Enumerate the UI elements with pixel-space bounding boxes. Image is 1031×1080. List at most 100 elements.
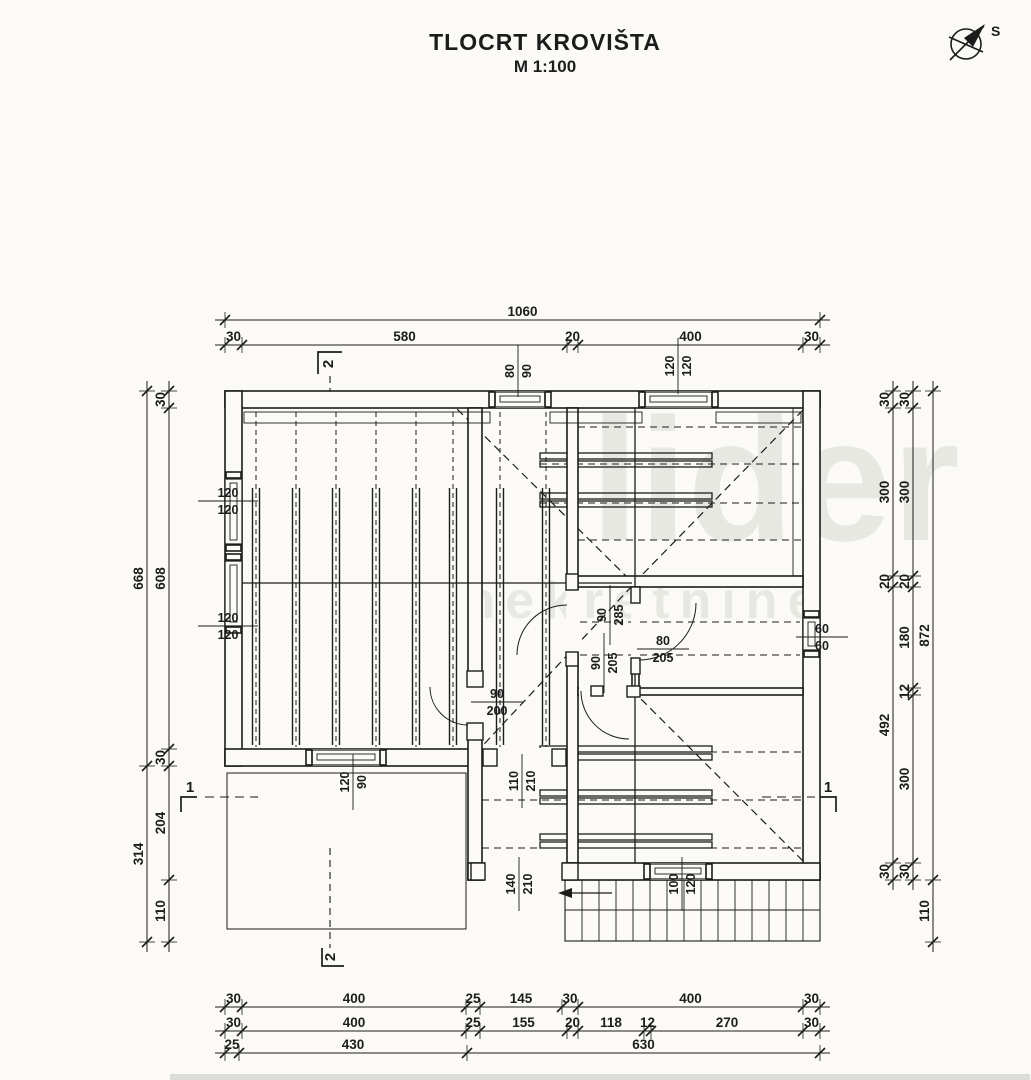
svg-text:120: 120: [663, 356, 677, 377]
svg-text:30: 30: [153, 392, 168, 407]
svg-text:155: 155: [512, 1015, 535, 1030]
svg-text:25: 25: [465, 991, 481, 1006]
svg-text:872: 872: [917, 624, 932, 647]
svg-text:580: 580: [393, 329, 416, 344]
dim-chain-bottom-row2: 30 400 25 155 20 118 12 270 30: [215, 1015, 830, 1039]
svg-text:20: 20: [565, 329, 580, 344]
svg-text:1060: 1060: [507, 304, 537, 319]
svg-text:60: 60: [815, 622, 829, 636]
svg-text:12: 12: [640, 1015, 655, 1030]
svg-text:30: 30: [897, 864, 912, 879]
section-1-left-label: 1: [186, 779, 194, 796]
svg-text:120: 120: [684, 874, 698, 895]
svg-text:300: 300: [877, 481, 892, 504]
section-1-right-label: 1: [824, 779, 832, 796]
compass-north-label: S: [991, 23, 1000, 39]
dim-chain-top-parts: 30 580 20 400 30: [215, 329, 830, 353]
svg-text:30: 30: [226, 991, 241, 1006]
svg-text:30: 30: [877, 864, 892, 879]
svg-text:90: 90: [490, 687, 504, 701]
svg-text:400: 400: [343, 991, 366, 1006]
svg-text:60: 60: [815, 639, 829, 653]
compass-icon: S: [948, 23, 1000, 61]
svg-text:492: 492: [877, 714, 892, 737]
svg-text:90: 90: [520, 364, 534, 378]
svg-text:205: 205: [653, 651, 674, 665]
scan-edge: [170, 1074, 1030, 1080]
svg-text:400: 400: [343, 1015, 366, 1030]
svg-text:110: 110: [507, 771, 521, 791]
svg-text:120: 120: [218, 628, 239, 642]
floor-plan-geometry: [205, 376, 821, 948]
svg-text:120: 120: [338, 772, 352, 793]
dim-chain-bottom-row1: 30 400 25 145 30 400 30: [215, 991, 830, 1015]
dim-chain-top-total: 1060: [215, 304, 830, 328]
svg-text:30: 30: [226, 1015, 241, 1030]
title-block: TLOCRT KROVIŠTA M 1:100: [429, 28, 661, 76]
svg-text:25: 25: [224, 1037, 240, 1052]
svg-text:30: 30: [226, 329, 241, 344]
svg-text:90: 90: [595, 608, 609, 622]
svg-text:120: 120: [218, 611, 239, 625]
svg-text:145: 145: [510, 991, 533, 1006]
svg-text:80: 80: [656, 634, 670, 648]
svg-text:300: 300: [897, 768, 912, 791]
svg-text:118: 118: [600, 1015, 622, 1030]
svg-text:200: 200: [487, 704, 508, 718]
svg-text:20: 20: [897, 574, 912, 589]
section-markers: 2 2 1 1: [180, 351, 837, 967]
svg-text:400: 400: [679, 991, 702, 1006]
svg-text:210: 210: [521, 874, 535, 895]
svg-text:204: 204: [153, 811, 168, 834]
section-2-bottom-label: 2: [322, 953, 339, 961]
svg-text:430: 430: [342, 1037, 365, 1052]
svg-text:30: 30: [153, 750, 168, 765]
svg-text:12: 12: [897, 684, 912, 699]
svg-text:30: 30: [562, 991, 577, 1006]
svg-text:30: 30: [804, 991, 819, 1006]
dimension-chains: 1060 30 580 20 400 30 30 400 25 145 30 400 30 30 400 25…: [131, 304, 941, 1061]
svg-text:20: 20: [877, 574, 892, 589]
svg-text:30: 30: [877, 392, 892, 407]
svg-text:300: 300: [897, 481, 912, 504]
svg-text:110: 110: [153, 900, 168, 922]
page-title: TLOCRT KROVIŠTA: [429, 28, 661, 55]
section-2-top-label: 2: [320, 360, 337, 368]
svg-text:80: 80: [503, 364, 517, 378]
svg-text:30: 30: [897, 392, 912, 407]
svg-text:120: 120: [218, 486, 239, 500]
dim-chain-right-outer: 872 110: [917, 381, 941, 952]
svg-text:30: 30: [804, 1015, 819, 1030]
svg-text:400: 400: [679, 329, 702, 344]
svg-text:314: 314: [131, 842, 146, 865]
svg-text:285: 285: [612, 605, 626, 626]
svg-text:25: 25: [465, 1015, 481, 1030]
svg-text:100: 100: [667, 874, 681, 895]
svg-text:20: 20: [565, 1015, 580, 1030]
svg-text:205: 205: [606, 653, 620, 674]
svg-text:110: 110: [917, 900, 932, 922]
svg-text:120: 120: [218, 503, 239, 517]
svg-text:120: 120: [680, 356, 694, 377]
svg-text:90: 90: [355, 775, 369, 789]
svg-text:270: 270: [716, 1015, 739, 1030]
drawing-scale: M 1:100: [514, 57, 576, 76]
svg-text:608: 608: [153, 567, 168, 590]
svg-text:30: 30: [804, 329, 819, 344]
